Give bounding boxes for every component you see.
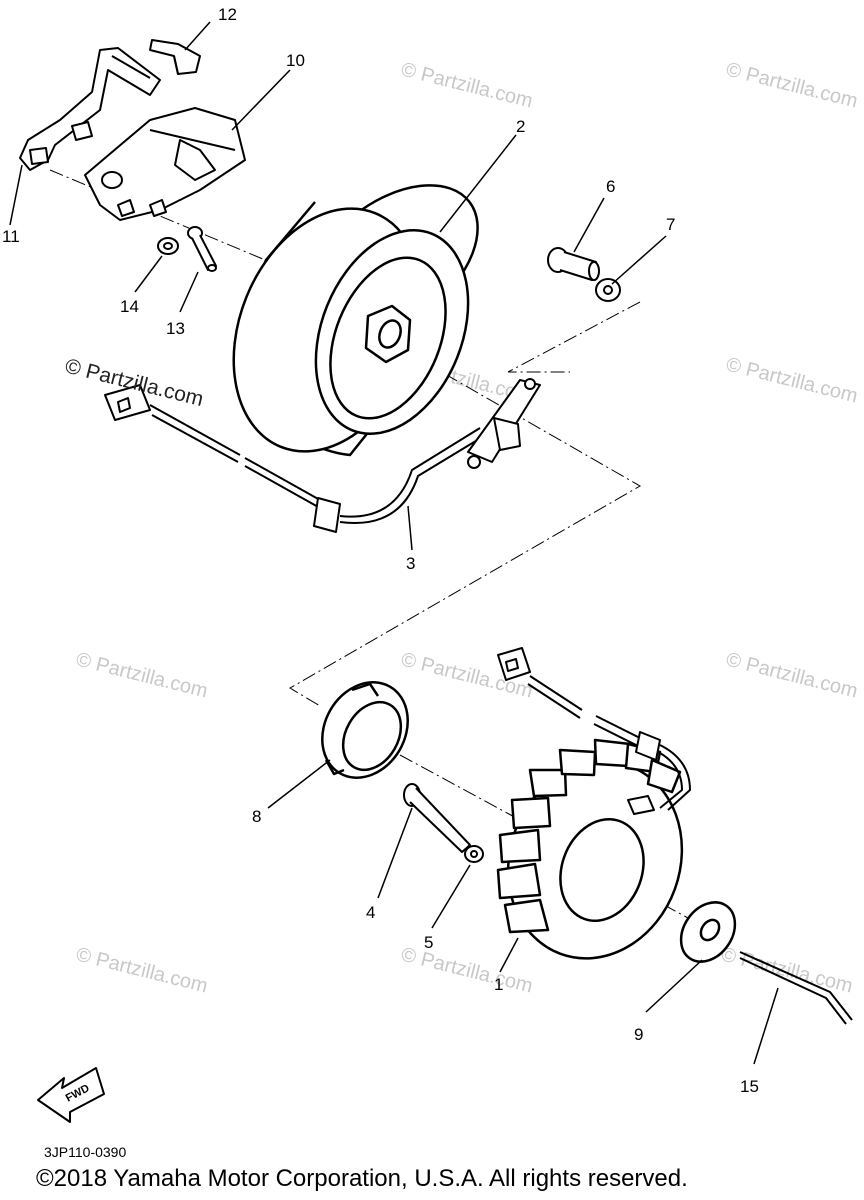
diagram-code: 3JP110-0390 [44,1144,126,1160]
part-label-14: 14 [120,297,139,316]
pickup-coil-part [104,378,541,533]
watermark: © Partzilla.com [399,944,535,998]
part-label-11: 11 [2,227,20,246]
part-label-12: 12 [218,5,237,24]
part-labels: 1 2 3 4 5 6 7 8 9 10 11 12 13 14 15 [2,5,759,1096]
washer-14-part [157,237,179,255]
part-label-2: 2 [516,117,525,136]
part-label-8: 8 [252,807,261,826]
part-label-1: 1 [494,975,503,994]
screw-13-part [187,226,217,272]
washer-9-part [679,901,737,963]
watermark: © Partzilla.com [724,649,860,703]
pin-15-part [739,951,853,1025]
part-label-4: 4 [366,903,375,922]
part-label-5: 5 [424,933,433,952]
washer-7-part [595,278,621,302]
watermark: © Partzilla.com [74,944,210,998]
holder-part [321,681,409,779]
bracket-part [19,47,161,171]
stator-lead-part [497,647,691,815]
watermark: © Partzilla.com [399,59,535,113]
part-label-7: 7 [666,215,675,234]
bolt-4-part [403,783,471,853]
part-label-10: 10 [286,51,305,70]
part-label-13: 13 [166,319,185,338]
copyright-text: ©2018 Yamaha Motor Corporation, U.S.A. A… [36,1165,688,1192]
leader-lines [9,21,779,1065]
watermark: © Partzilla.com [724,59,860,113]
nut-5-part [464,845,484,863]
cover-part [84,107,246,221]
bolt-6-part [547,247,600,281]
fwd-arrow-icon: FWD [37,1067,105,1123]
rotor-part [232,184,479,457]
watermark: © Partzilla.com [74,649,210,703]
watermark: © Partzilla.com [719,944,855,998]
part-label-6: 6 [606,177,615,196]
part-label-9: 9 [634,1025,643,1044]
watermark: © Partzilla.com [724,354,860,408]
part-label-15: 15 [740,1077,759,1096]
part-label-3: 3 [406,554,415,573]
stator-part [496,738,684,960]
clip-part [149,39,201,75]
